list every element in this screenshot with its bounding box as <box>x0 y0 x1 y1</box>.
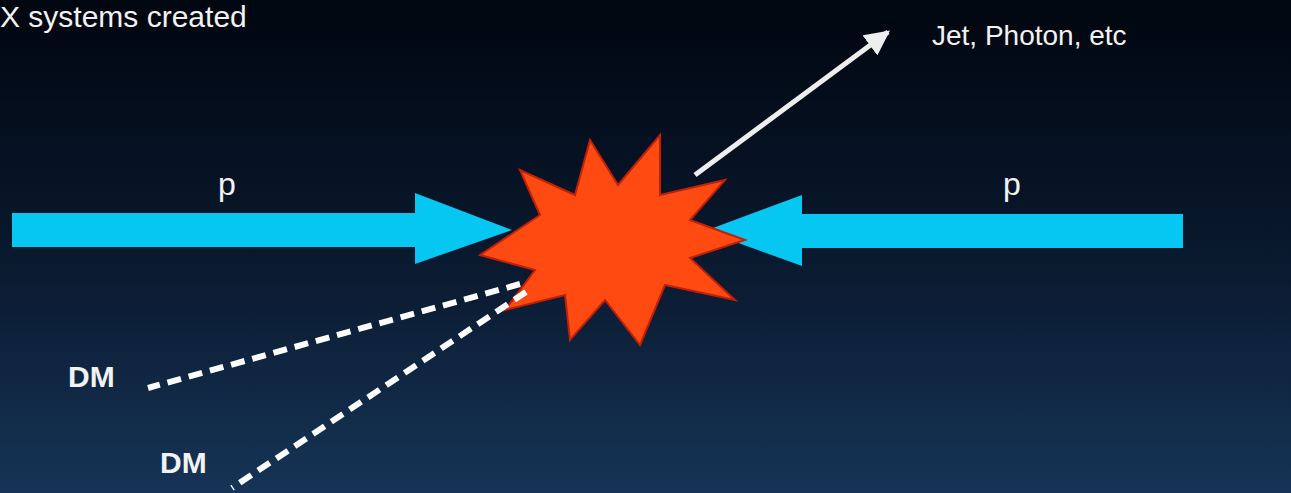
jet-arrow <box>695 32 888 175</box>
particle-label: DM <box>68 362 115 392</box>
beam-label: p <box>218 168 236 200</box>
right-proton-beam <box>705 195 1183 266</box>
left-proton-beam <box>12 193 512 264</box>
dark-matter-track <box>232 292 526 488</box>
beam-label: p <box>1003 168 1021 200</box>
product-label: Jet, Photon, etc <box>932 22 1127 50</box>
heading-note: X systems created <box>0 2 247 32</box>
particle-label: DM <box>160 448 207 478</box>
